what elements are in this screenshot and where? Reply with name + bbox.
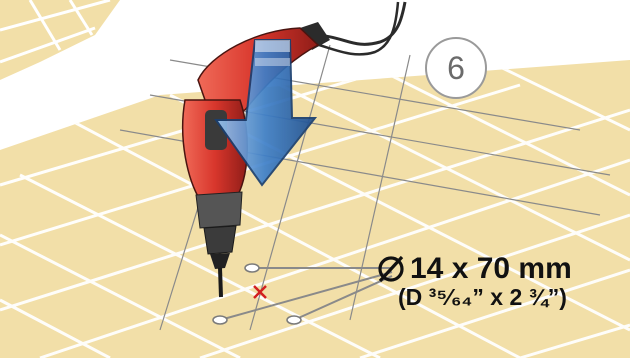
step-number-badge: 6 <box>425 37 487 99</box>
step-number: 6 <box>447 49 465 86</box>
imperial-dimension: (D ³⁵⁄₆₄” x 2 ¾”) <box>398 284 567 310</box>
corner-tiles <box>0 0 120 80</box>
metric-dimension: 14 x 70 mm <box>410 252 572 285</box>
down-arrow-icon <box>214 39 318 187</box>
drill-mark-icon <box>253 285 267 299</box>
metric-dimension-row: 14 x 70 mm <box>376 252 572 285</box>
dimension-label: 14 x 70 mm (D ³⁵⁄₆₄” x 2 ¾”) <box>376 252 572 310</box>
diameter-symbol-icon <box>378 255 404 282</box>
drill-cable <box>309 1 407 46</box>
wall-plug-icon <box>212 263 393 325</box>
